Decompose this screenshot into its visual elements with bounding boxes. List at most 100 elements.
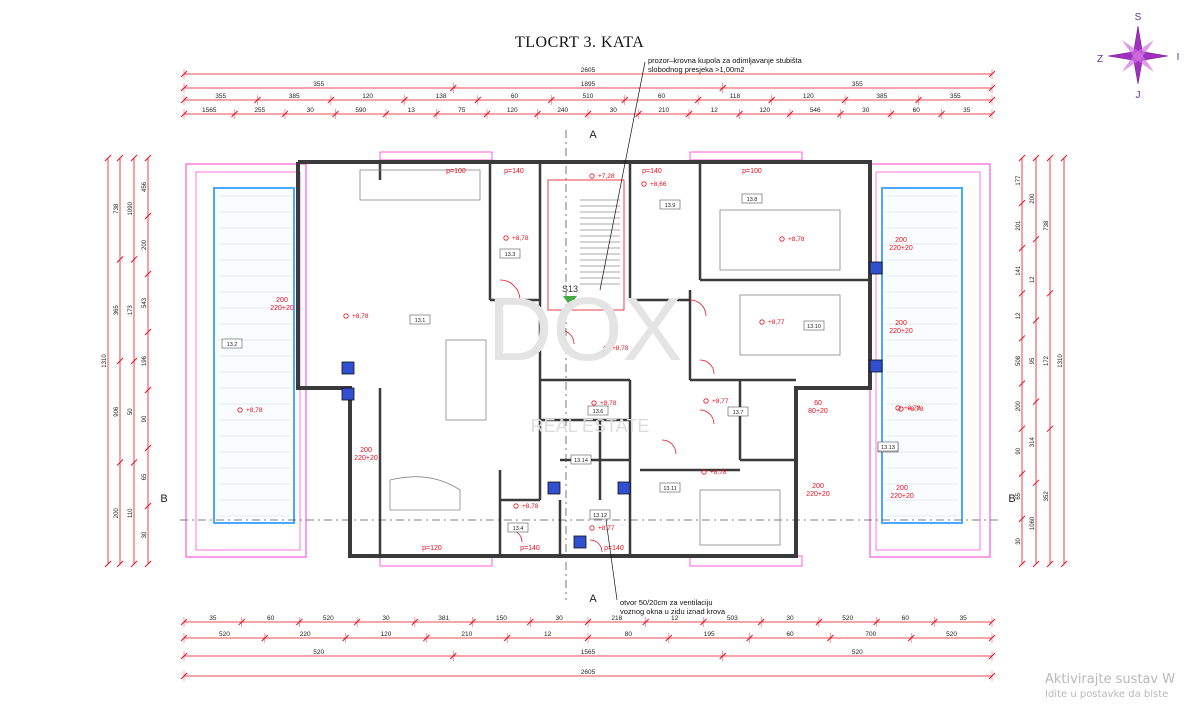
dim-right-4-tick bbox=[1060, 560, 1068, 568]
dim-left-4-label: 65 bbox=[142, 473, 148, 480]
dim-right-3-tick bbox=[1046, 425, 1054, 433]
vent-shaft bbox=[617, 481, 631, 495]
elevation-label: +8,78 bbox=[522, 503, 539, 510]
room-number: 13.13 bbox=[881, 445, 895, 451]
elevation-marker bbox=[701, 469, 707, 475]
dim-bottom-2-label: 210 bbox=[461, 631, 472, 638]
dim-bottom-2-label: 60 bbox=[786, 631, 794, 638]
room-tag bbox=[409, 314, 431, 325]
dim-bottom-3-label: 1565 bbox=[581, 649, 596, 656]
dim-bottom-2-label: 12 bbox=[544, 631, 552, 638]
opening-label: p=140 bbox=[604, 545, 624, 552]
activation-line-2: Idite u postavke da biste bbox=[1045, 689, 1169, 700]
opening-label: 220+20 bbox=[890, 493, 914, 500]
sofa bbox=[359, 169, 481, 201]
dim-left-4-tick bbox=[144, 560, 152, 568]
dim-bottom-4-label: 2605 bbox=[581, 669, 596, 676]
dim-left-2-label: 200 bbox=[114, 508, 120, 519]
vent-shaft bbox=[341, 387, 355, 401]
watermark-logo: DOX bbox=[487, 280, 682, 380]
elevation-marker bbox=[503, 235, 509, 241]
room-number: 13.1 bbox=[415, 318, 426, 324]
elevation-marker bbox=[895, 405, 901, 411]
elevation-label: +8,77 bbox=[712, 398, 729, 405]
section-b-right: B bbox=[1008, 493, 1015, 505]
dim-left-2-tick bbox=[116, 560, 124, 568]
plan-title: TLOCRT 3. KATA bbox=[515, 34, 645, 51]
room-number: 13.9 bbox=[665, 203, 676, 209]
dim-bottom-2-label: 700 bbox=[865, 631, 876, 638]
dim-left-4-tick bbox=[144, 386, 152, 394]
elevation-label: +8,77 bbox=[598, 525, 615, 532]
dim-left-4-tick bbox=[144, 502, 152, 510]
elevation-label: +8,78 bbox=[907, 406, 924, 413]
elevation-marker bbox=[641, 181, 647, 187]
opening-label: 200 bbox=[360, 447, 372, 454]
dim-bottom-1-label: 30 bbox=[786, 615, 794, 622]
elevation-marker bbox=[591, 400, 597, 406]
opening-label: p=120 bbox=[422, 545, 442, 552]
dim-right-3-label: 172 bbox=[1044, 355, 1050, 366]
dim-bottom-1-label: 60 bbox=[902, 615, 910, 622]
dim-right-2-label: 1060 bbox=[1030, 516, 1036, 530]
room-number: 13.12 bbox=[593, 513, 607, 519]
door-swing bbox=[699, 359, 715, 375]
dim-left-3-label: 1090 bbox=[128, 201, 134, 215]
elevation-label: +8,78 bbox=[904, 405, 921, 412]
dim-left-4-tick bbox=[144, 270, 152, 278]
kitchen-counter bbox=[389, 476, 461, 511]
opening-label: 220+20 bbox=[270, 305, 294, 312]
dim-top-3-label: 120 bbox=[803, 93, 814, 100]
dim-top-4-label: 35 bbox=[963, 107, 971, 114]
dim-left-4-label: 30 bbox=[142, 531, 148, 538]
dim-right-1-tick bbox=[1018, 154, 1026, 162]
dim-bottom-2-label: 520 bbox=[946, 631, 957, 638]
elevation-marker bbox=[589, 173, 595, 179]
dim-bottom-1-label: 12 bbox=[671, 615, 679, 622]
vent-note: otvor 50/20cm za ventilaciju voznog okna… bbox=[620, 598, 726, 616]
compass-needle-diagonal bbox=[1122, 40, 1154, 72]
bed-13-10 bbox=[739, 294, 841, 356]
dim-left-4-tick bbox=[144, 154, 152, 162]
dim-top-3-label: 355 bbox=[215, 93, 226, 100]
dim-top-2-label: 1895 bbox=[581, 81, 596, 88]
opening-label: p=100 bbox=[742, 168, 762, 175]
dim-right-1-label: 201 bbox=[1016, 220, 1022, 231]
dim-right-1-label: 90 bbox=[1016, 447, 1022, 454]
compass-west-label: Z bbox=[1097, 54, 1103, 65]
vent-shaft bbox=[341, 361, 355, 375]
bed-13-8 bbox=[719, 209, 841, 271]
opening-label: 60 bbox=[814, 400, 822, 407]
elevation-marker bbox=[603, 345, 609, 351]
dim-left-1-label: 1310 bbox=[102, 354, 108, 368]
dim-bottom-1-label: 35 bbox=[960, 615, 968, 622]
vent-note-leader bbox=[605, 519, 618, 601]
dim-right-2-tick bbox=[1032, 479, 1040, 487]
elevation-marker bbox=[589, 525, 595, 531]
dim-right-2-tick bbox=[1032, 235, 1040, 243]
dim-top-4-label: 590 bbox=[355, 107, 366, 114]
dim-top-3-label: 355 bbox=[950, 93, 961, 100]
activation-line-1: Aktivirajte sustav W bbox=[1045, 672, 1176, 687]
bed-13-11 bbox=[699, 489, 781, 546]
opening-label: 220+20 bbox=[889, 328, 913, 335]
dim-top-3-label: 138 bbox=[436, 93, 447, 100]
dim-left-2-label: 365 bbox=[114, 305, 120, 316]
room-number: 13.8 bbox=[747, 197, 758, 203]
dim-top-4-label: 30 bbox=[307, 107, 315, 114]
dim-top-3-label: 385 bbox=[876, 93, 887, 100]
room-tag bbox=[499, 248, 521, 259]
dim-right-3-tick bbox=[1046, 154, 1054, 162]
dim-right-1-label: 30 bbox=[1016, 537, 1022, 544]
dim-top-4-label: 546 bbox=[810, 107, 821, 114]
dim-top-3-label: 120 bbox=[362, 93, 373, 100]
terrace-left-outline bbox=[185, 163, 307, 558]
opening-label: 200 bbox=[895, 320, 907, 327]
dim-right-2-tick bbox=[1032, 154, 1040, 162]
dome-note: prozor–krovna kupola za odimljavanje stu… bbox=[648, 56, 802, 74]
dim-right-1-label: 141 bbox=[1016, 265, 1022, 276]
room-tag bbox=[727, 406, 749, 417]
opening-label: 200 bbox=[812, 483, 824, 490]
door-swing bbox=[699, 409, 715, 425]
dim-bottom-2-label: 220 bbox=[300, 631, 311, 638]
